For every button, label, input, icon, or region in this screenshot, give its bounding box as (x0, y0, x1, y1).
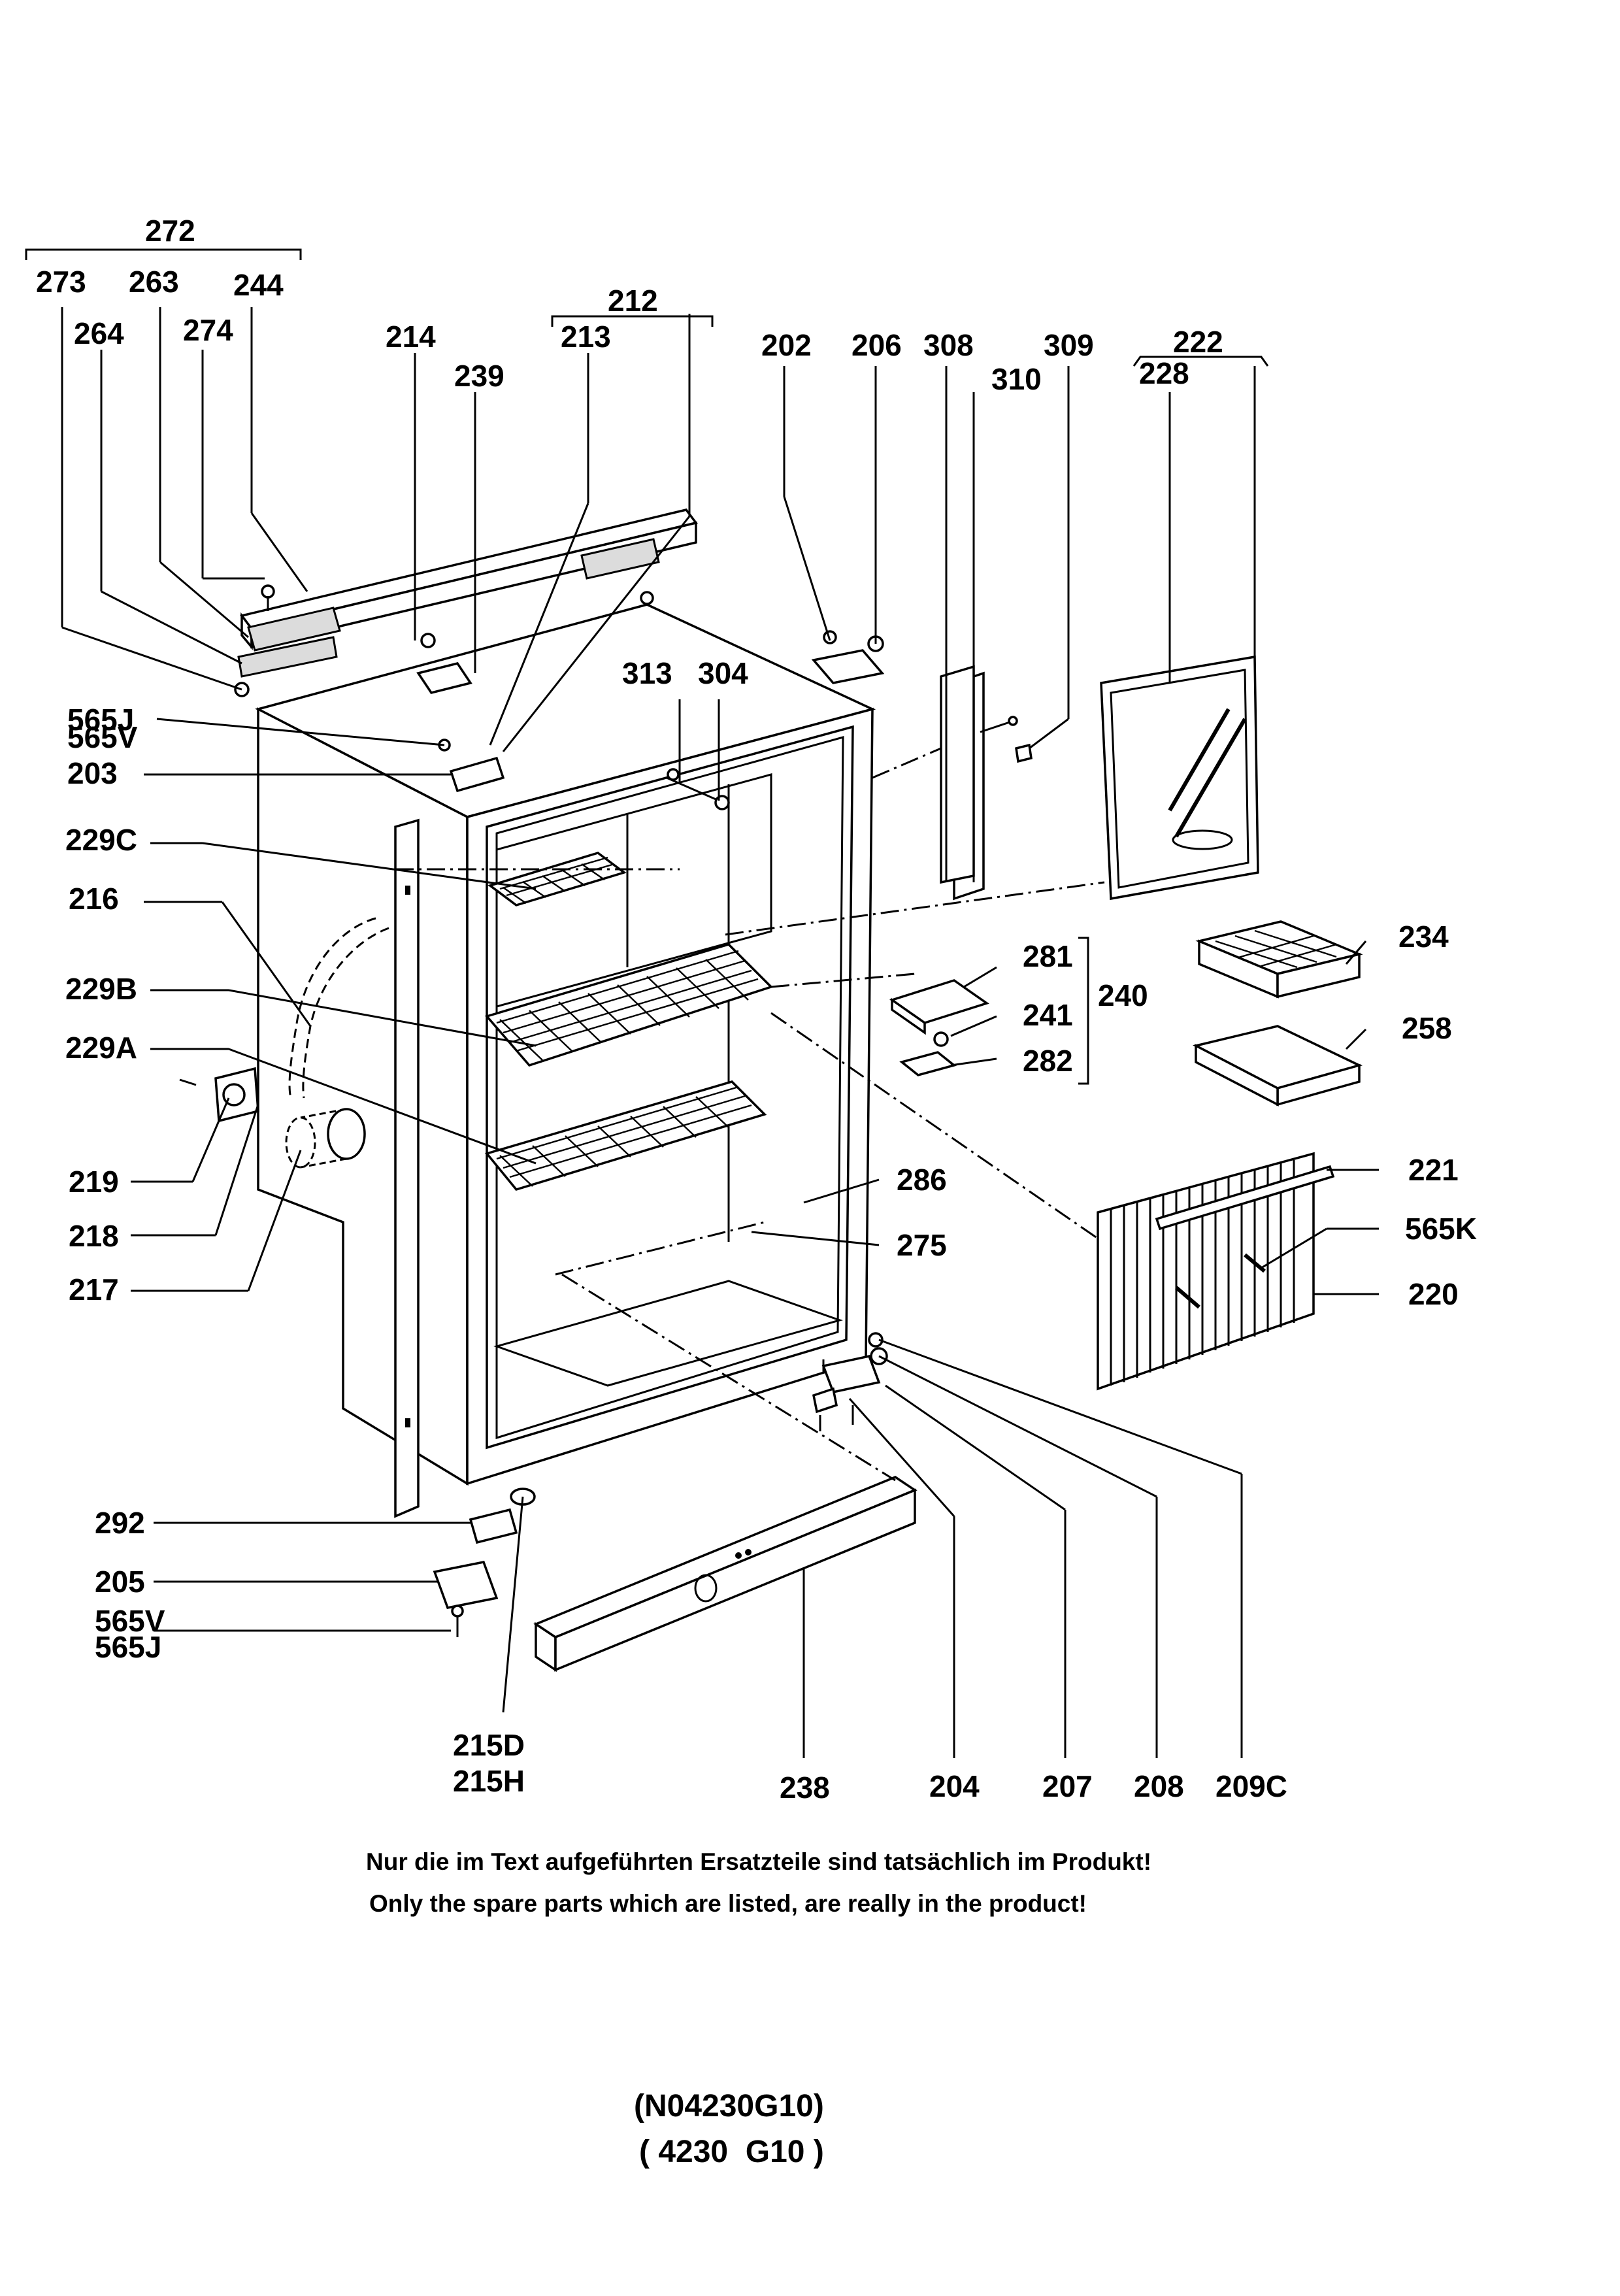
label-272: 272 (145, 214, 195, 248)
cylinder-217 (285, 1108, 366, 1169)
label-282: 282 (1023, 1044, 1073, 1078)
label-205: 205 (95, 1565, 145, 1599)
drain-hose-216 (288, 917, 389, 1099)
bottom-grille-238 (533, 1476, 917, 1672)
hinge-bottom-right (812, 1332, 888, 1431)
label-281: 281 (1023, 939, 1073, 973)
label-286: 286 (897, 1163, 947, 1197)
label-217: 217 (69, 1273, 119, 1306)
group-bracket-212 (551, 315, 714, 327)
label-565v-bot: 565V (95, 1604, 165, 1638)
label-304: 304 (698, 656, 748, 690)
ice-tray-234 (1195, 920, 1363, 999)
label-207: 207 (1042, 1769, 1093, 1803)
label-565j-top: 565J (67, 703, 135, 737)
hinge-top-left (416, 633, 505, 793)
knob-219 (179, 1067, 259, 1123)
label-215h: 215H (453, 1764, 525, 1798)
bulb-241 (933, 1031, 949, 1047)
label-206: 206 (851, 328, 902, 362)
model-code-secondary: ( 4230 G10 ) (639, 2135, 824, 2169)
clip-309 (1015, 743, 1033, 763)
label-220: 220 (1408, 1277, 1459, 1311)
note-english: Only the spare parts which are listed, a… (369, 1890, 1087, 1917)
label-239: 239 (454, 359, 504, 393)
projection-lines (395, 747, 1105, 1482)
shelf-229A (484, 1080, 767, 1191)
cabinet-body (255, 603, 985, 1518)
label-258: 258 (1402, 1011, 1452, 1045)
label-292: 292 (95, 1506, 145, 1540)
label-234: 234 (1398, 920, 1449, 954)
label-309: 309 (1044, 328, 1094, 362)
label-229a: 229A (65, 1031, 137, 1065)
label-213: 213 (561, 320, 611, 354)
label-214: 214 (386, 320, 436, 354)
label-215d: 215D (453, 1728, 525, 1762)
label-240: 240 (1098, 978, 1148, 1012)
group-bracket-272 (25, 248, 302, 260)
label-229c: 229C (65, 823, 137, 857)
label-228: 228 (1139, 356, 1189, 390)
label-219: 219 (69, 1165, 119, 1199)
label-202: 202 (761, 328, 812, 362)
lamp-holder-282 (899, 1051, 957, 1076)
model-code-primary: (N04230G10) (634, 2089, 824, 2123)
label-244: 244 (233, 268, 284, 302)
leader-lines (61, 307, 1379, 1758)
label-229b: 229B (65, 972, 137, 1006)
label-565v-top: 565V (67, 720, 138, 754)
label-565k: 565K (1405, 1212, 1477, 1246)
label-241: 241 (1023, 998, 1073, 1032)
label-209c: 209C (1215, 1769, 1287, 1803)
label-274: 274 (183, 313, 233, 347)
label-204: 204 (929, 1769, 980, 1803)
condenser-220 (1097, 1152, 1335, 1391)
label-208: 208 (1134, 1769, 1184, 1803)
label-275: 275 (897, 1228, 947, 1262)
label-203: 203 (67, 756, 118, 790)
label-221: 221 (1408, 1153, 1459, 1187)
label-212: 212 (608, 284, 658, 318)
hinge-top-right (811, 630, 885, 684)
label-218: 218 (69, 1219, 119, 1253)
label-222: 222 (1173, 325, 1223, 359)
note-german: Nur die im Text aufgeführten Ersatzteile… (366, 1848, 1152, 1875)
light-cover-281 (889, 979, 989, 1035)
label-308: 308 (923, 328, 974, 362)
label-310: 310 (991, 362, 1042, 396)
label-238: 238 (780, 1771, 830, 1805)
label-273: 273 (36, 265, 86, 299)
screw-310 (980, 716, 1018, 733)
label-313: 313 (622, 656, 672, 690)
shelf-229B (484, 943, 774, 1067)
door-panel-228 (1100, 655, 1259, 901)
group-bracket-240 (1078, 937, 1089, 1085)
group-bracket-222 (1132, 356, 1269, 367)
label-216: 216 (69, 882, 119, 916)
label-565j-bot: 565J (95, 1630, 162, 1664)
label-264: 264 (74, 316, 124, 350)
hinge-bottom-left (433, 1488, 536, 1637)
label-263: 263 (129, 265, 179, 299)
drip-tray-258 (1193, 1025, 1363, 1106)
